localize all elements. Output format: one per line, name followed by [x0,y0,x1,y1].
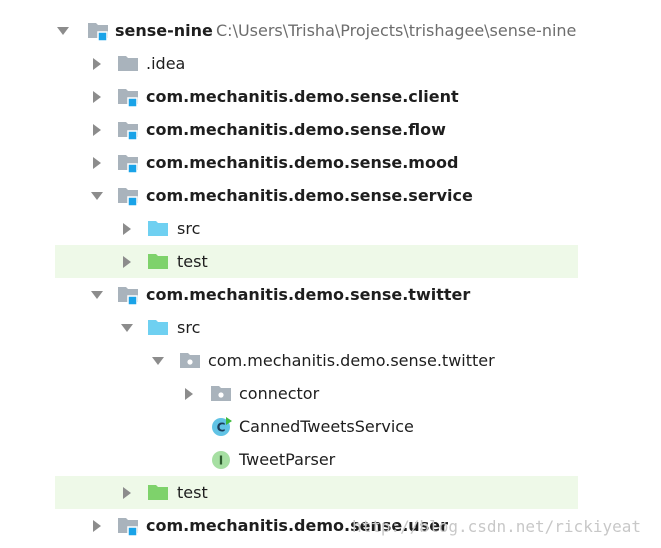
tree-item-label: src [177,318,201,337]
svg-text:C: C [217,421,226,435]
tree-item-label: connector [239,384,320,403]
chevron-right-icon[interactable] [90,123,104,137]
chevron-right-icon[interactable] [120,486,134,500]
folder-icon [118,56,138,71]
tree-item-label: CannedTweetsService [239,417,414,436]
tree-item-label: test [177,252,208,271]
test-folder-icon [148,485,168,500]
chevron-right-icon[interactable] [120,222,134,236]
svg-text:I: I [219,454,223,468]
tree-row-service-src[interactable]: src [0,212,661,245]
module-folder-icon [118,188,138,206]
module-folder-icon [88,23,108,41]
tree-row-package[interactable]: com.mechanitis.demo.sense.twitter [0,344,661,377]
chevron-right-icon[interactable] [120,255,134,269]
module-folder-icon [118,122,138,140]
test-folder-icon [148,254,168,269]
class-icon: C [212,417,232,436]
tree-item-label: com.mechanitis.demo.sense.mood [146,153,459,172]
tree-row-service-test[interactable]: test [0,245,661,278]
tree-row-twitter-src[interactable]: src [0,311,661,344]
chevron-right-icon[interactable] [182,387,196,401]
module-folder-icon [118,89,138,107]
tree-row-twitter-test-highlight [55,476,578,509]
package-icon [180,353,200,368]
tree-row-client[interactable]: com.mechanitis.demo.sense.client [0,80,661,113]
tree-row-canned-tweets-service[interactable]: C CannedTweetsService [0,410,661,443]
module-folder-icon [118,518,138,536]
chevron-down-icon[interactable] [120,321,134,335]
tree-item-label: test [177,483,208,502]
tree-row-tweet-parser[interactable]: I TweetParser [0,443,661,476]
source-folder-icon [148,221,168,236]
interface-icon: I [212,451,230,469]
module-folder-icon [118,155,138,173]
chevron-down-icon[interactable] [90,189,104,203]
tree-item-label: com.mechanitis.demo.sense.client [146,87,459,106]
chevron-right-icon[interactable] [90,57,104,71]
chevron-right-icon[interactable] [90,90,104,104]
chevron-down-icon[interactable] [56,24,70,38]
tree-item-label: com.mechanitis.demo.sense.twitter [146,285,471,304]
tree-item-label: TweetParser [239,450,336,469]
tree-item-label: .idea [146,54,186,73]
tree-item-label: com.mechanitis.demo.sense.twitter [208,351,495,370]
tree-row-flow[interactable]: com.mechanitis.demo.sense.flow [0,113,661,146]
tree-item-label: com.mechanitis.demo.sense.user [146,516,448,535]
chevron-right-icon[interactable] [90,156,104,170]
tree-row-service-test-highlight [55,245,578,278]
tree-row-mood[interactable]: com.mechanitis.demo.sense.mood [0,146,661,179]
tree-item-label: sense-nine [115,21,213,40]
tree-row-twitter[interactable]: com.mechanitis.demo.sense.twitter [0,278,661,311]
tree-row-idea[interactable]: .idea [0,47,661,80]
tree-row-connector[interactable]: connector [0,377,661,410]
chevron-down-icon[interactable] [90,288,104,302]
tree-item-label: src [177,219,201,238]
package-icon [211,386,231,401]
tree-row-user[interactable]: com.mechanitis.demo.sense.user [0,509,661,542]
source-folder-icon [148,320,168,335]
tree-row-service[interactable]: com.mechanitis.demo.sense.service [0,179,661,212]
chevron-down-icon[interactable] [151,354,165,368]
module-folder-icon [118,287,138,305]
tree-item-label: com.mechanitis.demo.sense.service [146,186,473,205]
tree-row-root[interactable]: sense-nine C:\Users\Trisha\Projects\tris… [0,14,661,47]
tree-row-twitter-test[interactable]: test [0,476,661,509]
project-path: C:\Users\Trisha\Projects\trishagee\sense… [216,21,577,40]
chevron-right-icon[interactable] [90,519,104,533]
watermark: http://blog.csdn.net/rickiyeat [352,517,641,536]
tree-item-label: com.mechanitis.demo.sense.flow [146,120,446,139]
